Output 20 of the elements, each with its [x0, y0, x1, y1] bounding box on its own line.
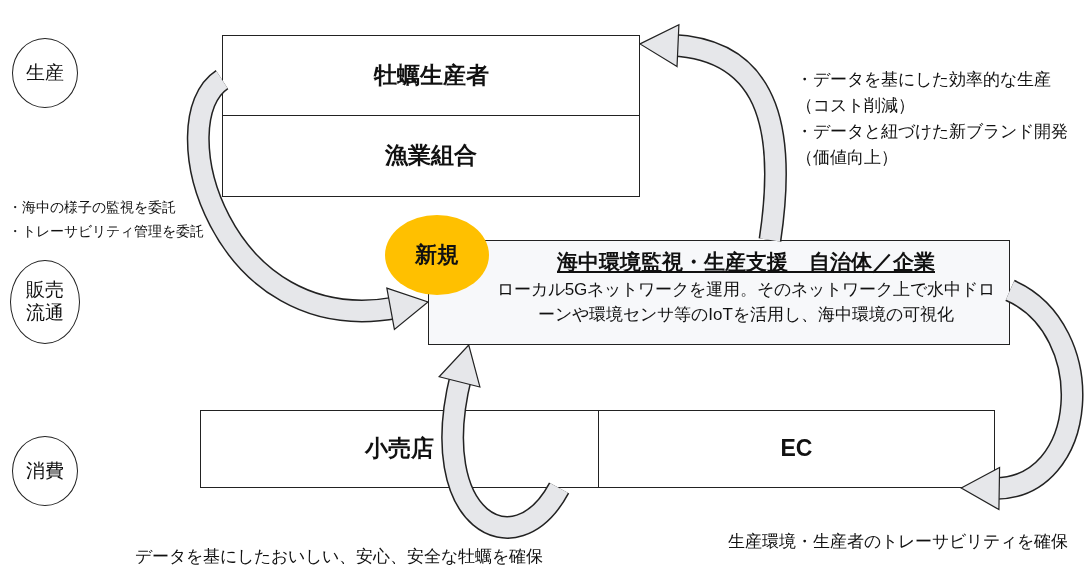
note-text: ・データを基にした効率的な生産	[796, 69, 1051, 91]
node-label: 新規	[415, 241, 459, 269]
node-label: 小売店	[365, 435, 434, 463]
stage-label: 消費	[26, 459, 64, 483]
node-label: 漁業組合	[385, 142, 477, 170]
note-text: ・データと紐づけた新ブランド開発	[796, 121, 1068, 143]
node-label: EC	[780, 435, 813, 463]
node-label: 牡蠣生産者	[373, 61, 489, 90]
stage-label: 販売流通	[25, 279, 65, 325]
note-text: （コスト削減）	[796, 95, 915, 117]
service-description: ローカル5Gネットワークを運用。そのネットワーク上で水中ドローンや環境センサ等のIoTを活用し、海中環境の可視化	[496, 279, 996, 326]
note-text: データを基にしたおいしい、安心、安全な牡蠣を確保	[135, 546, 543, 568]
note-text: （価値向上）	[796, 147, 898, 169]
service-title: 海中環境監視・生産支援 自治体／企業	[557, 249, 935, 275]
note-text: 生産環境・生産者のトレーサビリティを確保	[728, 531, 1068, 553]
role-box	[222, 115, 640, 197]
note-text: ・トレーサビリティ管理を委託	[8, 223, 204, 241]
role-box	[222, 35, 640, 116]
stage-label: 生産	[26, 61, 64, 85]
note-text: ・海中の様子の監視を委託	[8, 199, 176, 217]
